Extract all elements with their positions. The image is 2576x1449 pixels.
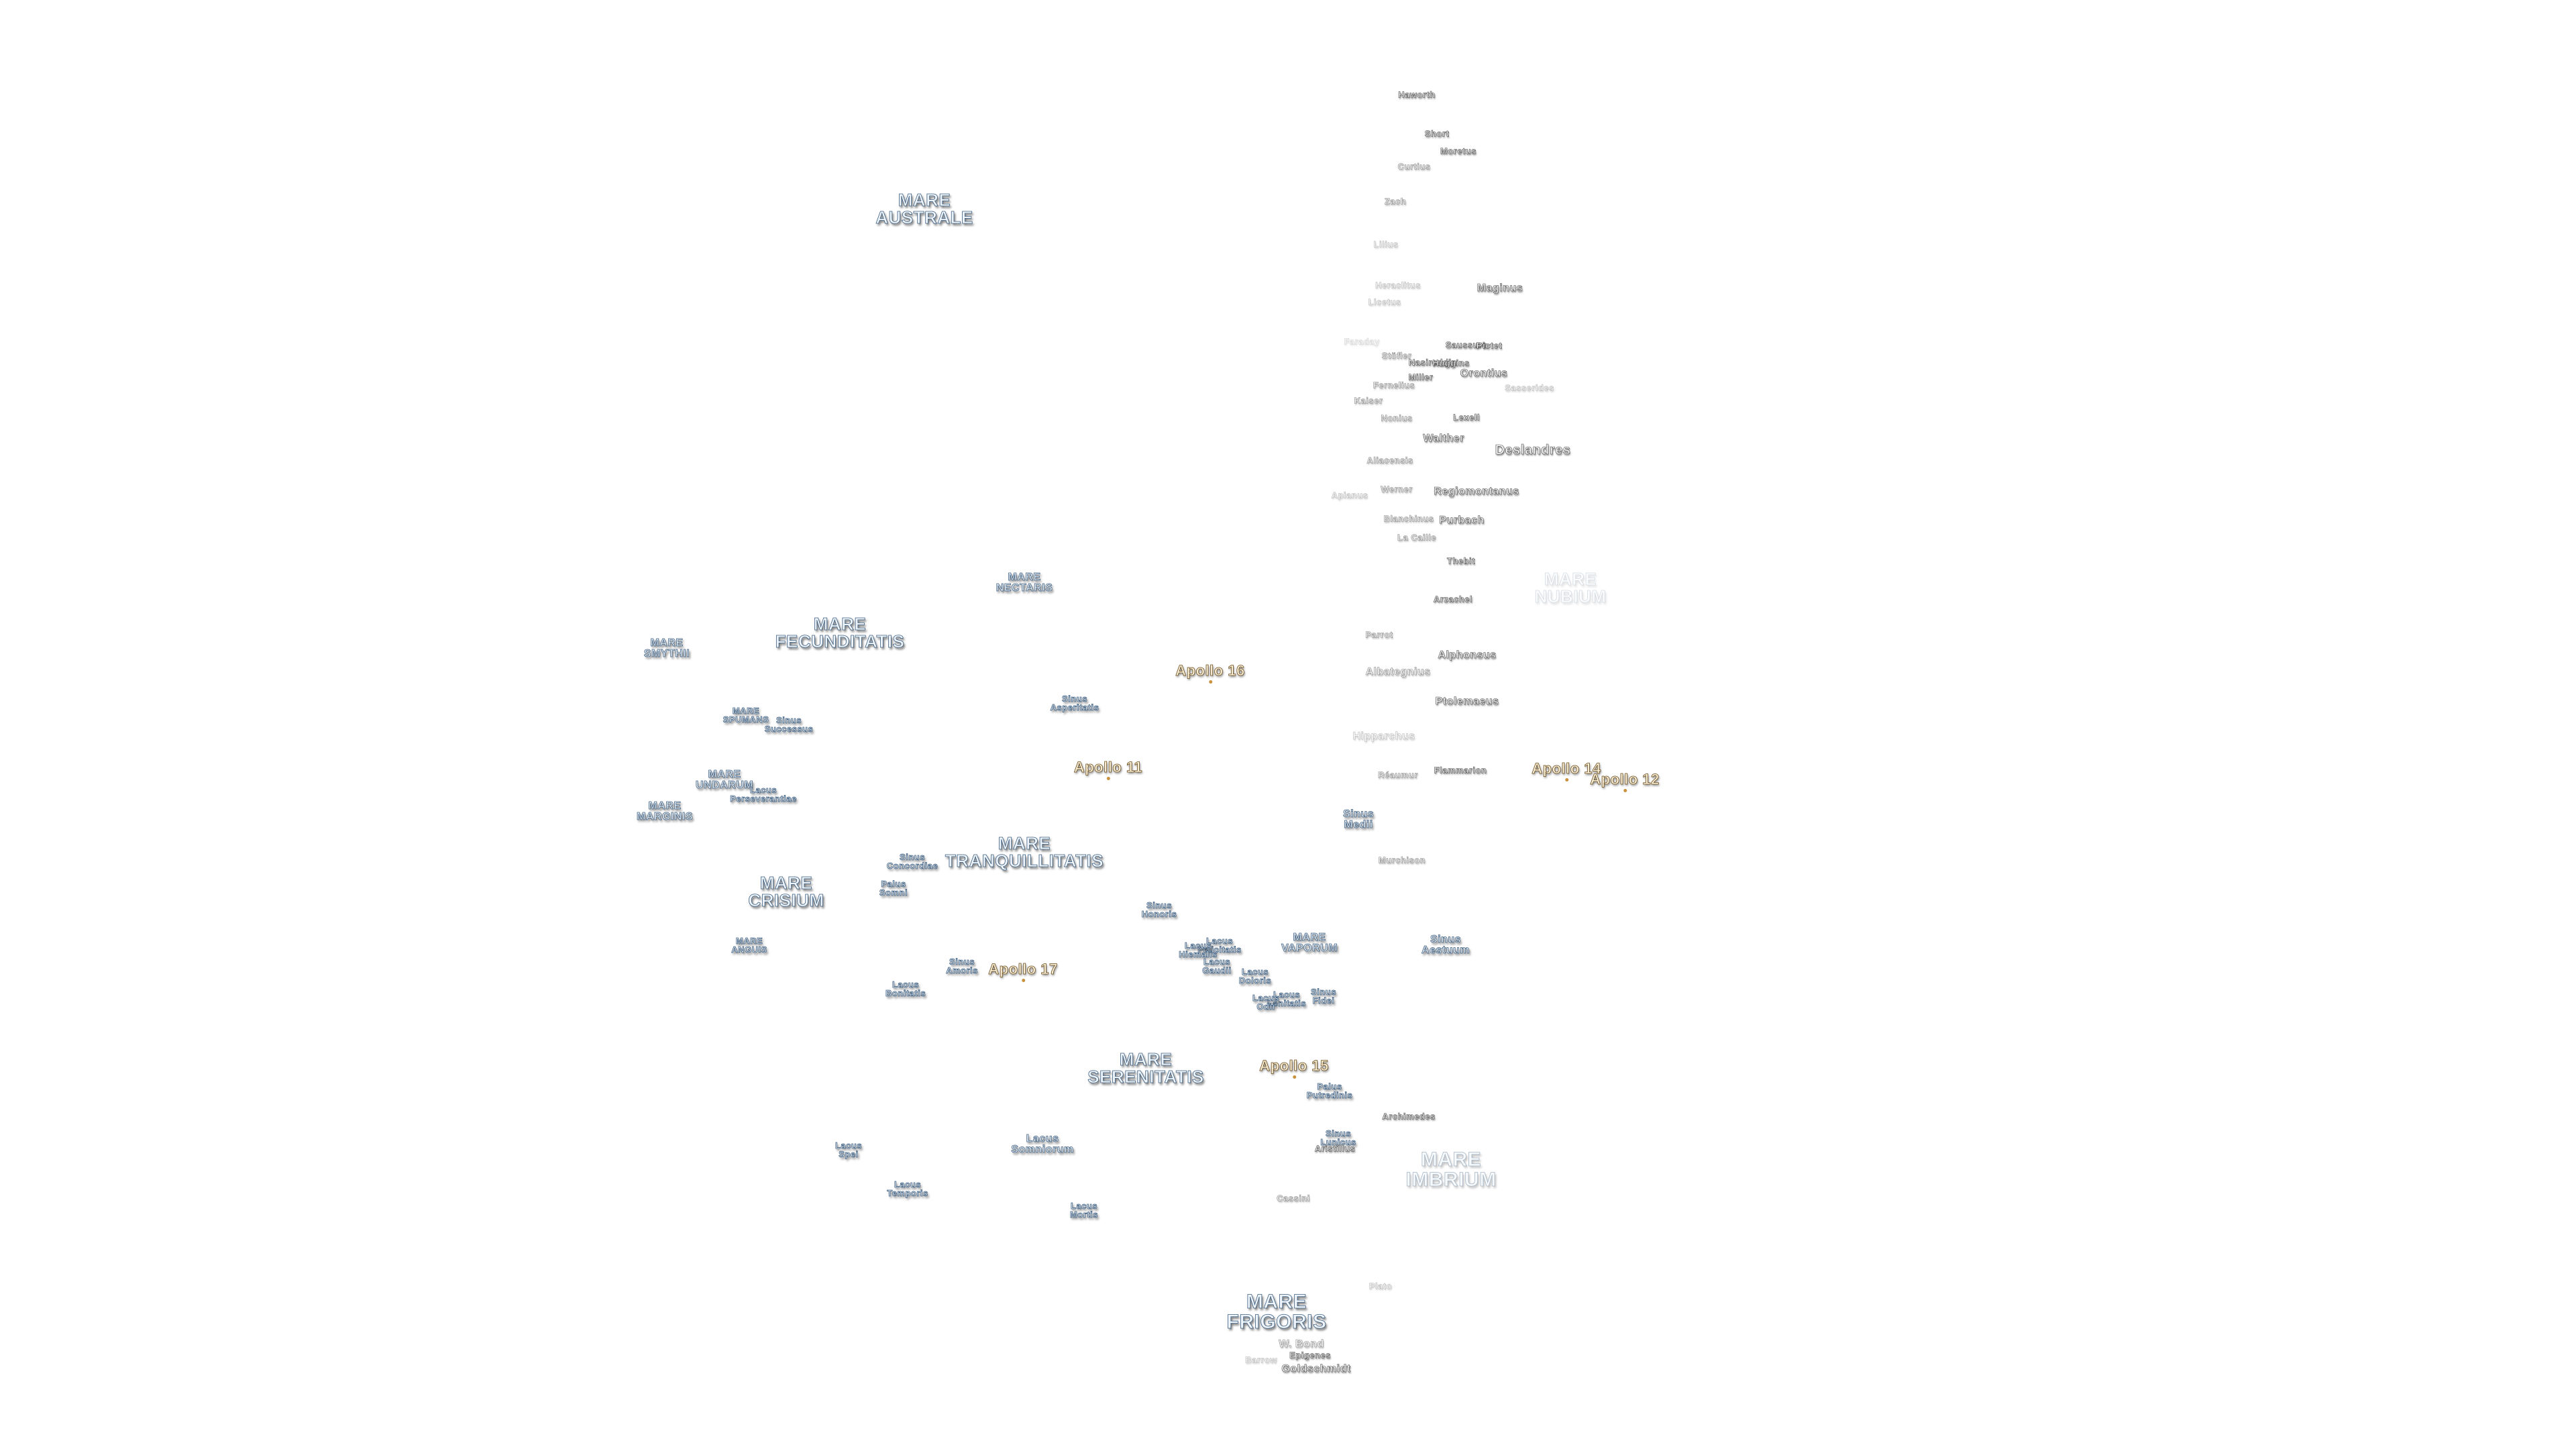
label-mare-crisium[interactable]: MARE CRISIUM: [748, 873, 824, 910]
label-lacus-felicitatis[interactable]: Lacus Felicitatis: [1197, 936, 1242, 955]
label-lacus-somniorum[interactable]: Lacus Somniorum: [1011, 1133, 1074, 1155]
label-sinus-honoris[interactable]: Sinus Honoris: [1141, 900, 1177, 919]
label-regiomontanus[interactable]: Regiomontanus: [1434, 486, 1519, 497]
label-kaiser[interactable]: Kaiser: [1354, 395, 1383, 406]
label-lacus-odii[interactable]: Lacus Odii: [1252, 993, 1280, 1012]
label-hipparchus[interactable]: Hipparchus: [1352, 731, 1415, 742]
apollo-15-marker[interactable]: Apollo 15: [1259, 1057, 1329, 1079]
label-sasserides[interactable]: Sasserides: [1505, 382, 1554, 393]
label-aliacensis[interactable]: Aliacensis: [1366, 455, 1413, 466]
label-alphonsus[interactable]: Alphonsus: [1438, 649, 1497, 661]
label-lacus-gaudii[interactable]: Lacus Gaudii: [1202, 957, 1232, 975]
label-miller[interactable]: Miller: [1408, 372, 1434, 382]
label-blanchinus[interactable]: Blanchinus: [1383, 513, 1434, 524]
label-saussure[interactable]: Saussure: [1445, 339, 1488, 350]
label-werner[interactable]: Werner: [1381, 484, 1413, 494]
label-heraclitus[interactable]: Heraclitus: [1375, 280, 1421, 290]
label-lacus-mortis[interactable]: Lacus Mortis: [1070, 1201, 1098, 1220]
label-lilius[interactable]: Lilius: [1373, 239, 1399, 250]
label-sinus-fidei[interactable]: Sinus Fidei: [1311, 987, 1336, 1006]
label-sinus-asperitatis[interactable]: Sinus Asperitatis: [1050, 694, 1099, 712]
label-sinus-successus[interactable]: Sinus Successus: [764, 715, 814, 734]
label-short[interactable]: Short: [1424, 128, 1450, 139]
label-mare-spumans[interactable]: MARE SPUMANS: [722, 706, 769, 724]
apollo-17-marker[interactable]: Apollo 17: [988, 961, 1058, 982]
label-sinus-medii[interactable]: Sinus Medii: [1342, 808, 1375, 830]
label-lacus-spei[interactable]: Lacus Spei: [835, 1140, 863, 1159]
label-cassini[interactable]: Cassini: [1277, 1193, 1310, 1203]
label-deslandres[interactable]: Deslandres: [1495, 443, 1571, 458]
label-goldschmidt[interactable]: Goldschmidt: [1281, 1363, 1351, 1375]
label-albategnius[interactable]: Albategnius: [1365, 666, 1431, 678]
label-plato[interactable]: Plato: [1368, 1281, 1393, 1291]
label-barrow[interactable]: Barrow: [1245, 1354, 1277, 1365]
label-licetus[interactable]: Licetus: [1368, 297, 1401, 307]
label-mare-imbrium[interactable]: MARE IMBRIUM: [1405, 1148, 1497, 1191]
label-arzachel[interactable]: Arzachel: [1433, 594, 1473, 604]
label-la-caille[interactable]: La Caille: [1397, 532, 1436, 543]
label-mare-nectaris[interactable]: MARE NECTARIS: [996, 572, 1053, 594]
label-sinus-aestuum[interactable]: Sinus Aestuum: [1421, 934, 1470, 956]
label-aristillus[interactable]: Aristillus: [1314, 1143, 1356, 1154]
label-murchison[interactable]: Murchison: [1378, 855, 1426, 865]
label-nonius[interactable]: Nonius: [1381, 413, 1413, 423]
label-lacus-bonitatis[interactable]: Lacus Bonitatis: [885, 979, 926, 998]
label-orontius[interactable]: Orontius: [1460, 368, 1508, 379]
label-mare-smythii[interactable]: MARE SMYTHII: [643, 637, 690, 659]
label-maginus[interactable]: Maginus: [1477, 282, 1523, 294]
label-palus-somni[interactable]: Palus Somni: [879, 879, 908, 898]
label-archimedes[interactable]: Archimedes: [1382, 1111, 1436, 1122]
apollo-16-marker[interactable]: Apollo 16: [1175, 662, 1245, 684]
label-palus-putredinis[interactable]: Palus Putredinis: [1306, 1081, 1353, 1100]
label-sinus-lunicus[interactable]: Sinus Lunicus: [1320, 1128, 1356, 1147]
apollo-12-marker[interactable]: Apollo 12: [1590, 771, 1660, 792]
label-purbach[interactable]: Purbach: [1439, 515, 1485, 526]
label-mare-serenitatis[interactable]: MARE SERENITATIS: [1087, 1049, 1204, 1087]
label-walther[interactable]: Walther: [1423, 433, 1464, 444]
label-mare-frigoris[interactable]: MARE FRIGORIS: [1226, 1291, 1327, 1333]
label-ptolemaeus[interactable]: Ptolemaeus: [1435, 696, 1499, 707]
label-stofler[interactable]: Stöfler: [1381, 350, 1412, 361]
label-epigenes[interactable]: Epigenes: [1289, 1350, 1331, 1360]
label-zach[interactable]: Zach: [1384, 196, 1407, 207]
label-mare-australe[interactable]: MARE AUSTRALE: [875, 190, 973, 227]
label-mare-fecunditatis[interactable]: MARE FECUNDITATIS: [775, 614, 905, 651]
label-haworth[interactable]: Haworth: [1398, 89, 1436, 100]
label-mare-anguis[interactable]: MARE ANGUIS: [731, 936, 767, 955]
label-moretus[interactable]: Moretus: [1440, 146, 1477, 156]
label-flammarion[interactable]: Flammarion: [1434, 765, 1487, 775]
label-mare-tranquillitatis[interactable]: MARE TRANQUILLITATIS: [945, 833, 1104, 871]
label-nasireddin[interactable]: Nasireddin: [1408, 357, 1458, 368]
label-mare-vaporum[interactable]: MARE VAPORUM: [1281, 932, 1338, 954]
label-lacus-lenitatis[interactable]: Lacus Lenitatis: [1267, 989, 1306, 1008]
label-pictet[interactable]: Pictet: [1476, 340, 1503, 351]
label-mare-nubium[interactable]: MARE NUBIUM: [1534, 569, 1607, 606]
label-mare-marginis[interactable]: MARE MARGINIS: [637, 800, 693, 822]
label-reaumur[interactable]: Réaumur: [1378, 769, 1418, 780]
label-apianus[interactable]: Apianus: [1331, 490, 1368, 500]
label-lacus-perseverantiae[interactable]: Lacus Perseverantiae: [730, 785, 797, 804]
label-fernelius[interactable]: Fernelius: [1373, 380, 1415, 390]
label-sinus-concordiae[interactable]: Sinus Concordiae: [886, 852, 938, 871]
label-lacus-temporis[interactable]: Lacus Temporis: [887, 1179, 928, 1198]
label-faraday[interactable]: Faraday: [1344, 336, 1380, 347]
label-w-bond[interactable]: W. Bond: [1279, 1338, 1324, 1350]
label-huggins[interactable]: Huggins: [1432, 358, 1470, 368]
apollo-14-marker[interactable]: Apollo 14: [1532, 760, 1601, 782]
label-lexell[interactable]: Lexell: [1453, 412, 1480, 423]
label-thebit[interactable]: Thebit: [1447, 555, 1475, 566]
label-sinus-amoris[interactable]: Sinus Amoris: [946, 957, 978, 975]
label-curtius[interactable]: Curtius: [1397, 161, 1431, 172]
label-mare-undarum[interactable]: MARE UNDARUM: [695, 769, 754, 791]
label-parrot[interactable]: Parrot: [1365, 629, 1393, 640]
apollo-11-marker[interactable]: Apollo 11: [1073, 759, 1143, 780]
label-lacus-hiemalis[interactable]: Lacus Hiemalis: [1179, 941, 1218, 959]
label-lacus-doloris[interactable]: Lacus Doloris: [1238, 967, 1272, 985]
